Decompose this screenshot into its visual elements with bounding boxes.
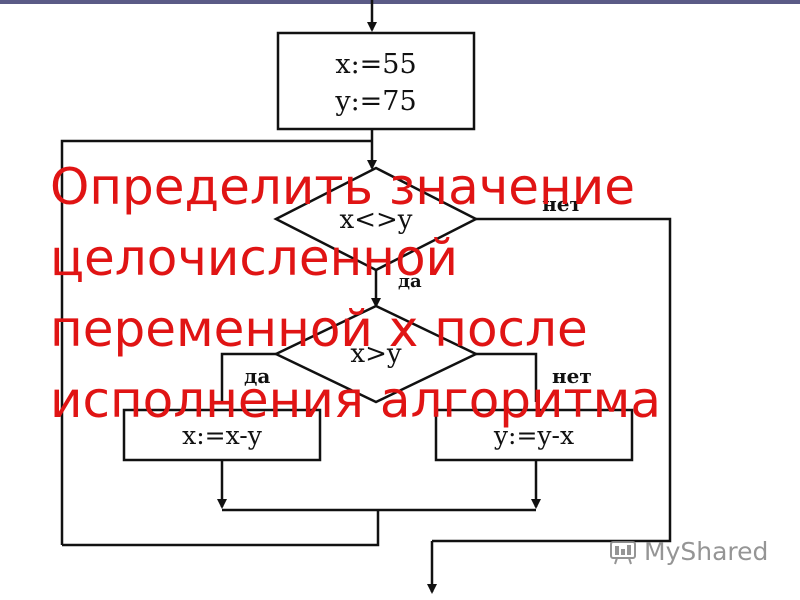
condition-2-diamond [273, 304, 479, 404]
condition-2-text: x>y [350, 339, 401, 369]
top-border [0, 0, 800, 4]
question-line-3: переменной х после [50, 300, 588, 358]
condition-1-no-line [432, 217, 672, 543]
init-line-1: x:=55 [335, 49, 416, 80]
watermark-text: MyShared [644, 537, 769, 566]
action-left-block [122, 408, 322, 462]
action-right-text: y:=y-x [493, 421, 574, 450]
action-right-block [434, 408, 634, 462]
condition-1-yes-label: да [398, 271, 422, 292]
question-line-1: Определить значение [50, 158, 635, 216]
init-block [276, 31, 476, 131]
condition-1-no-label: нет [542, 192, 582, 216]
condition-2-yes-label: да [244, 364, 270, 388]
action-left-text: x:=x-y [182, 421, 263, 450]
condition-2-yes-line [220, 352, 276, 402]
merge-to-loop-line [62, 510, 380, 547]
condition-2-no-label: нет [552, 364, 592, 388]
init-line-2: y:=75 [334, 86, 416, 117]
loop-return-line [60, 139, 372, 545]
myshared-logo-icon [610, 540, 636, 564]
question-line-2: целочисленной [50, 229, 459, 287]
myshared-watermark: MyShared [608, 537, 768, 566]
condition-1-text: x<>y [340, 205, 413, 235]
question-line-4: исполнения алгоритма [50, 371, 662, 429]
question-text: Определить значение целочисленной переме… [50, 152, 750, 436]
condition-2-no-line [476, 352, 538, 402]
